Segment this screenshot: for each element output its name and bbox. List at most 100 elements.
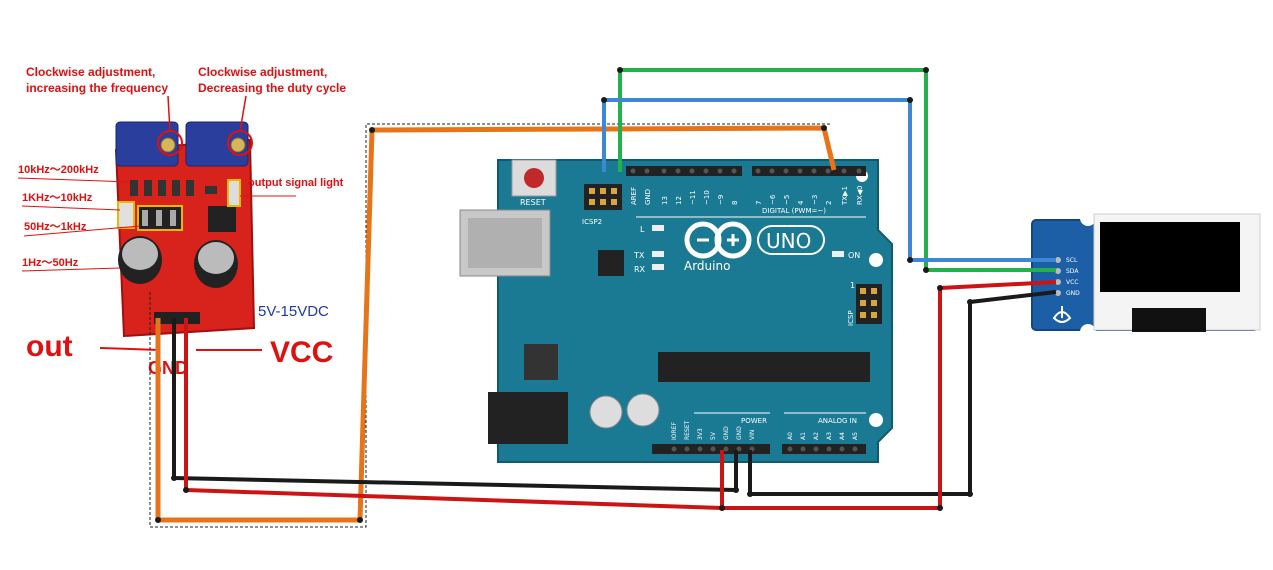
power-pin [697,446,703,452]
digital-header-high [626,166,742,176]
digital-pin-label: ~6 [769,194,777,205]
uno-text: UNO [766,229,811,253]
icsp-pin [871,300,877,306]
wire-signal-out-to-d2 [155,125,837,523]
icsp-pin [871,312,877,318]
digital-pin [661,168,667,174]
output-signal-light-label: output signal light [248,177,344,189]
microcontroller-chip [658,352,870,382]
oled-pin-label: VCC [1066,279,1078,286]
analog-in-label: ANALOG IN [818,417,857,425]
power-pin-label: IOREF [671,422,678,440]
note-duty-line2: Decreasing the duty cycle [198,81,346,95]
oled-pin [1055,268,1061,274]
digital-pin-label: ~10 [703,190,711,205]
tx-label: TX [633,251,645,260]
oled-pin-label: SDA [1066,268,1079,275]
digital-header-low [752,166,866,176]
icsp2-pin [611,199,617,205]
power-pin-label: RESET [684,420,691,440]
wire-vcc-oled [722,280,1057,510]
analog-pin-label: A5 [852,432,859,440]
icsp-label: ICSP [847,310,855,326]
on-label: ON [848,251,860,260]
range-50-1k: 50Hz～1kHz [24,221,87,233]
icsp-pin [860,312,866,318]
digital-pin [703,168,709,174]
analog-pin-label: A2 [813,432,820,440]
analog-header [782,444,866,454]
icsp-pin-one-label: 1 [850,281,855,290]
digital-pin [755,168,761,174]
range-10k-200k: 10kHz～200kHz [18,164,99,176]
power-pin-label: 5V [710,431,717,440]
digital-pin [797,168,803,174]
note-duty-line1: Clockwise adjustment, [198,65,327,79]
capacitor-left [118,236,162,284]
arduino-board [497,159,893,463]
range-1k-10k: 1KHz～10kHz [22,192,93,204]
digital-pin-label: 8 [731,201,739,205]
analog-pin-label: A1 [800,432,807,440]
signal-generator-module: Clockwise adjustment, increasing the fre… [17,65,346,378]
oled-screen [1100,222,1240,292]
out-label: out [26,330,73,363]
digital-pin-label: ~5 [783,195,791,205]
digital-pin-label: GND [644,189,652,205]
icsp2-pin [589,188,595,194]
digital-pin [783,168,789,174]
on-led [832,251,844,257]
digital-pin-label: 7 [755,201,763,205]
analog-pin [826,446,832,452]
analog-pin-label: A0 [787,432,794,440]
gnd-label: GND [148,358,188,378]
board-capacitor-1 [589,395,623,429]
oled-pin-label: GND [1066,290,1080,297]
icsp-pin [871,288,877,294]
wire-gnd-module [172,318,738,492]
reset-button-icon [524,168,544,188]
analog-pin [839,446,845,452]
power-jack [488,392,568,444]
voltage-label: 5V-15VDC [258,303,329,320]
icsp-header [856,284,882,324]
oled-pin [1055,290,1061,296]
oled-pin [1055,279,1061,285]
icsp2-pin [611,188,617,194]
note-frequency-line1: Clockwise adjustment, [26,65,155,79]
duty-screw-icon [230,137,246,153]
power-pin [710,446,716,452]
analog-pin [813,446,819,452]
l-label: L [640,225,645,234]
digital-pin-label: 12 [675,196,683,205]
digital-pin-label: 4 [797,200,805,205]
capacitor-right [194,240,238,288]
icsp2-pin [589,199,595,205]
analog-pin [800,446,806,452]
arduino-logo-text: Arduino [684,259,730,273]
rx-label: RX [634,265,646,274]
digital-pin [811,168,817,174]
power-label: POWER [741,417,767,425]
note-duty-pointer [239,95,247,132]
icsp-pin [860,288,866,294]
signal-wire-outline [149,123,830,528]
digital-pin [769,168,775,174]
icsp2-label: ICSP2 [582,218,602,226]
power-pin-label: 3V3 [697,428,704,440]
digital-pin [675,168,681,174]
power-pin [723,446,729,452]
usb-chip [598,250,624,276]
power-pin-label: GND [736,426,743,440]
vcc-label: VCC [270,336,333,369]
digital-pin [717,168,723,174]
power-pin [684,446,690,452]
frequency-screw-icon [160,137,176,153]
digital-pin-label: ~3 [811,195,819,205]
power-pin [671,446,677,452]
icsp2-pin [600,188,606,194]
